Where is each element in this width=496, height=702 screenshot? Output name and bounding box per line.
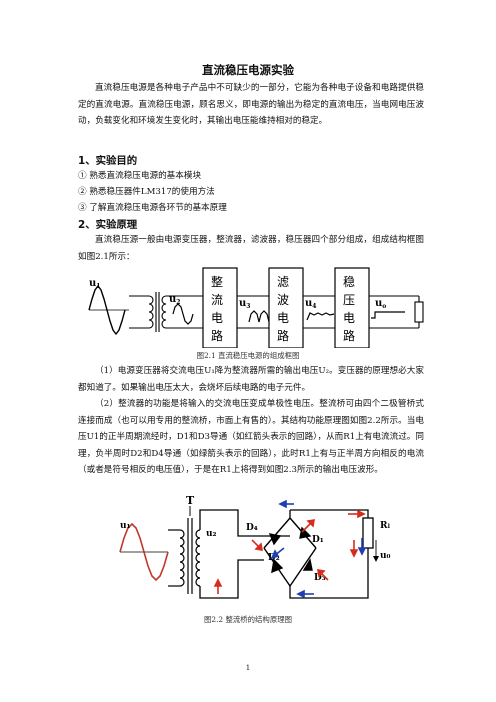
input-sine-source xyxy=(119,522,169,582)
rectifier-char-4: 路 xyxy=(211,328,223,343)
section1-heading: 1、实验目的 xyxy=(78,155,138,167)
document-title: 直流稳压电源实验 xyxy=(202,63,294,77)
filter-char-3: 电 xyxy=(277,311,289,325)
input-sine-wave xyxy=(88,284,129,336)
transformer-symbol xyxy=(129,292,203,332)
filtered-wave xyxy=(306,312,335,321)
label-d4: D₄ xyxy=(246,523,258,533)
rectifier-char-3: 电 xyxy=(211,311,223,325)
circuit-wiring xyxy=(199,509,369,599)
load-resistor xyxy=(414,301,424,323)
regulator-char-2: 压 xyxy=(343,293,355,307)
transformer-symbol xyxy=(168,518,201,594)
label-d3: D₃ xyxy=(314,573,326,583)
filter-char-1: 滤 xyxy=(277,275,289,289)
regulator-box xyxy=(334,267,370,348)
label-u1: u₁ xyxy=(120,521,131,531)
output-wave xyxy=(371,311,405,319)
figure-2-2-caption: 图2.2 整流桥的结构原理图 xyxy=(203,615,292,624)
transformer-output-sine xyxy=(172,303,194,325)
objective-item-3: ③ 了解直流稳压电源各环节的基本原理 xyxy=(78,203,227,213)
principle-paragraph-3: （2）整流器的功能是将输入的交流电压变成单极性电压。整流桥可由四个二极管桥式连接… xyxy=(78,399,424,475)
principle-paragraph-1: 直流稳压源一般由电源变压器，整流器，滤波器，稳压器四个部分组成，组成结构框图如图… xyxy=(78,235,424,262)
bridge-diodes xyxy=(263,517,317,587)
filter-box xyxy=(268,267,304,348)
label-uo: uo xyxy=(375,298,386,310)
principle-paragraph-2: （1）电源变压器将交流电压U₁降为整流器所需的输出电压U₂。变压器的原理想必大家… xyxy=(78,366,424,393)
rectifier-char-2: 流 xyxy=(211,293,223,307)
filter-char-4: 路 xyxy=(277,328,289,343)
page-number: 1 xyxy=(245,664,251,672)
objective-item-1: ① 熟悉直流稳压电源的基本模块 xyxy=(78,171,202,181)
label-d1: D₁ xyxy=(312,535,324,545)
figure-2-1-caption: 图2.1 直流稳压电源的组成框图 xyxy=(196,351,300,360)
load-resistor xyxy=(362,517,374,549)
blue-current-arrows xyxy=(270,499,367,599)
regulator-char-4: 路 xyxy=(343,328,355,343)
rectified-wave xyxy=(248,310,270,323)
label-rl: Rₗ xyxy=(380,521,390,531)
rectifier-box xyxy=(202,267,238,348)
section2-heading: 2、实验原理 xyxy=(78,219,138,231)
regulator-char-3: 电 xyxy=(343,311,355,325)
intro-paragraph: 直流稳压电源是各种电子产品中不可缺少的一部分，它能为各种电子设备和电路提供稳定的… xyxy=(78,83,424,126)
objective-item-2: ② 熟悉稳压器件LM317的使用方法 xyxy=(78,187,215,197)
block-diagram-figure: u1 u2 整 流 电 路 u3 滤 波 电 路 xyxy=(88,267,424,348)
filter-char-2: 波 xyxy=(277,293,289,307)
bridge-rectifier-figure: u₁ T u₂ xyxy=(119,494,391,599)
label-u3: u3 xyxy=(239,298,250,310)
transformer-label: T xyxy=(186,494,195,507)
red-current-arrows xyxy=(213,509,366,594)
rectifier-char-1: 整 xyxy=(211,274,223,289)
regulator-char-1: 稳 xyxy=(343,274,355,289)
label-uo: u₀ xyxy=(380,551,391,561)
label-u4: u4 xyxy=(305,298,316,310)
label-u1: u1 xyxy=(89,278,100,290)
label-u2: u2 xyxy=(169,294,180,306)
label-u2: u₂ xyxy=(206,529,217,539)
